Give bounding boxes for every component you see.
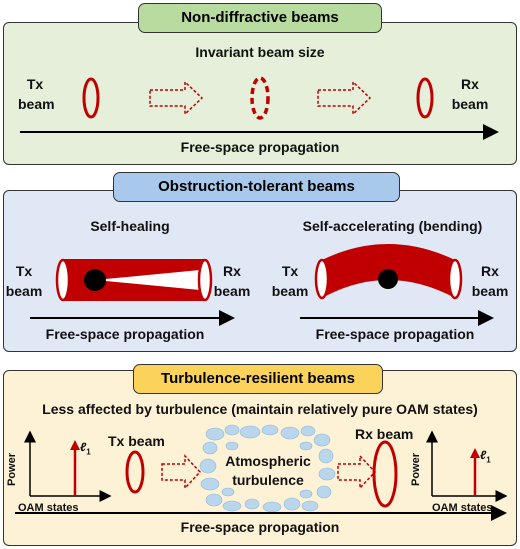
obstruction-title: Obstruction-tolerant beams: [113, 172, 400, 202]
left-mode-label: ℓ1: [80, 440, 91, 457]
hollow-arrow-icon: [149, 80, 204, 116]
nondiffractive-rx-label: Rx beam: [451, 76, 489, 112]
nondiffractive-axis-label: Free-space propagation: [180, 139, 340, 155]
left-oam-x-label: OAM states: [18, 502, 79, 514]
hollow-arrow-icon: [317, 80, 372, 116]
mid-beam-ring: [250, 76, 270, 120]
bending-tube-end: [447, 258, 463, 300]
bending-rx-label: Rx beam: [471, 263, 509, 299]
hollow-arrow-icon: [337, 454, 377, 490]
right-oam-bar-head: [470, 448, 480, 458]
nondiffractive-title: Non-diffractive beams: [138, 3, 382, 33]
turbulence-tx-label: Tx beam: [108, 433, 165, 449]
healing-rx-label: Rx beam: [213, 263, 251, 299]
self-healing-heading: Self-healing: [90, 218, 170, 234]
self-accelerating-heading: Self-accelerating (bending): [302, 218, 483, 234]
tx-beam-ring: [82, 77, 100, 119]
nondiffractive-tx-label: Tx beam: [18, 76, 55, 112]
turbulence-rx-label: Rx beam: [355, 426, 414, 442]
healing-tx-label: Tx beam: [5, 263, 43, 299]
turbulence-cloud: [199, 424, 336, 513]
turbulence-subtitle: Less affected by turbulence (maintain re…: [42, 401, 478, 417]
turbulence-axis-label: Free-space propagation: [180, 519, 340, 535]
hollow-arrow-icon: [161, 454, 202, 490]
left-oam-bar-head: [70, 440, 80, 450]
rx-beam-ring: [372, 440, 398, 508]
nondiffractive-subtitle: Invariant beam size: [195, 44, 325, 60]
healing-tube-start: [55, 258, 71, 302]
rx-beam-ring: [416, 77, 434, 119]
tx-beam-ring: [125, 450, 145, 494]
turbulence-medium-label: Atmospheric turbulence: [225, 453, 311, 488]
obstacle-icon: [378, 269, 398, 289]
healing-tube-end: [197, 258, 213, 302]
bending-tube-start: [314, 258, 330, 300]
shadow-region: [95, 270, 200, 290]
bending-tx-label: Tx beam: [271, 263, 309, 299]
healing-axis-label: Free-space propagation: [45, 326, 205, 342]
bending-axis-label: Free-space propagation: [315, 326, 475, 342]
obstacle-icon: [84, 269, 106, 291]
right-mode-label: ℓ1: [480, 448, 491, 465]
right-oam-x-label: OAM states: [432, 502, 493, 514]
turbulence-title: Turbulence-resilient beams: [133, 364, 383, 394]
